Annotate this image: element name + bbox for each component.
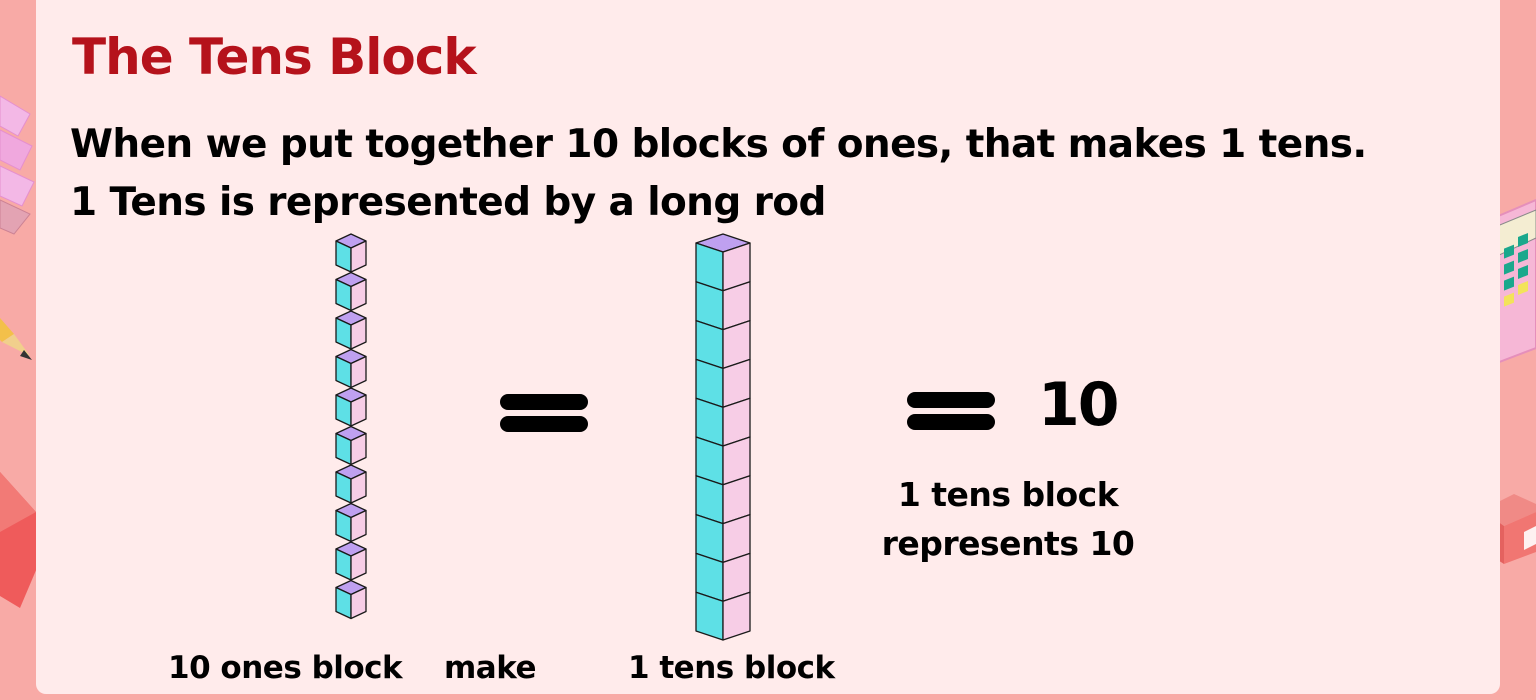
tens-note-line-2: represents 10 (881, 524, 1135, 563)
cube-side (350, 509, 367, 543)
ones-cube (335, 271, 367, 312)
rod-unit-side (722, 591, 751, 641)
equals-sign-1 (500, 394, 588, 432)
explanation-line-2: 1 Tens is represented by a long rod (70, 180, 826, 225)
ones-cube (335, 579, 367, 620)
tens-caption: 1 tens block (628, 650, 835, 686)
ones-blocks-column (335, 233, 367, 620)
make-caption: make (444, 650, 537, 686)
rod-cubes (695, 233, 751, 641)
cube-side (350, 355, 367, 389)
rod-unit-front (695, 591, 724, 641)
tens-note-line-1: 1 tens block (897, 475, 1119, 514)
slide-card (36, 0, 1500, 694)
tens-rod (695, 233, 751, 641)
ones-cube (335, 541, 367, 581)
slide-title: The Tens Block (72, 28, 477, 86)
equals-value: 10 (1038, 370, 1119, 440)
tens-note: 1 tens block represents 10 (880, 470, 1136, 568)
gem-icon (0, 95, 35, 235)
ones-cube (335, 348, 367, 389)
diamond-icon (0, 472, 48, 608)
ones-cube (335, 387, 367, 427)
equals-sign-2 (907, 392, 995, 430)
cube-side (350, 471, 367, 504)
ones-cube (335, 425, 367, 466)
ones-cube (335, 464, 367, 504)
cube-side (350, 317, 367, 350)
ones-cube (335, 233, 367, 273)
explanation-line-1: When we put together 10 blocks of ones, … (70, 122, 1367, 167)
ones-cube (335, 310, 367, 350)
cube-side (350, 548, 367, 581)
ones-cube (335, 502, 367, 543)
cube-side (350, 586, 367, 620)
cube-side (350, 240, 367, 273)
ones-caption: 10 ones block (168, 650, 403, 686)
cube-side (350, 278, 367, 312)
cube-side (350, 432, 367, 466)
cube-side (350, 394, 367, 427)
pencil-icon (0, 318, 32, 360)
